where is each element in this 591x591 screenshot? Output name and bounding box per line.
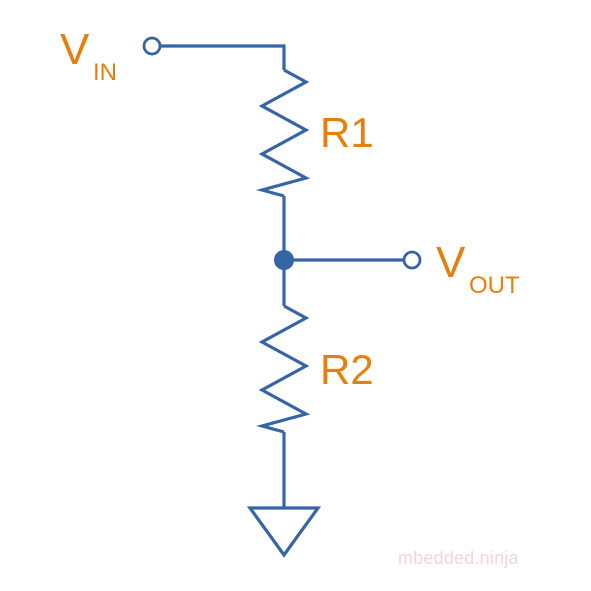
- watermark: mbedded.ninja: [398, 548, 519, 568]
- vout-label: V: [436, 238, 466, 287]
- vin-wire: [160, 44, 286, 70]
- vout-terminal: [402, 250, 422, 270]
- vin-label-main: V: [60, 25, 90, 74]
- junction-dot: [274, 250, 294, 270]
- vout-label-main: V: [436, 238, 466, 287]
- r1-resistor: [255, 68, 311, 198]
- ground-icon: [246, 506, 322, 558]
- r2-label: R2: [320, 346, 374, 393]
- vin-terminal: [142, 36, 162, 56]
- r1-label: R1: [320, 109, 374, 156]
- vin-label: V: [60, 25, 90, 74]
- r2-resistor: [255, 304, 311, 434]
- vin-label-subscript: IN: [93, 59, 117, 86]
- vout-label-subscript: OUT: [469, 272, 520, 299]
